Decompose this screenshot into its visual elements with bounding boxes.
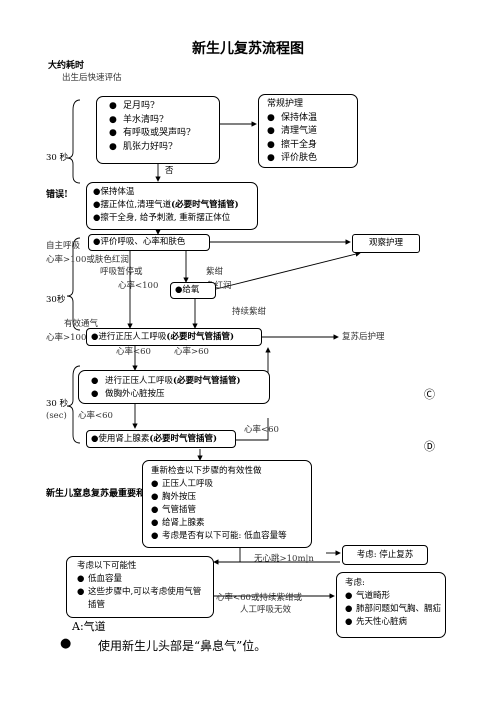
consider-item: 肺部问题如气胸、膈疝 — [345, 603, 445, 616]
assess-item: 肌张力好吗? — [109, 141, 219, 155]
hr-under-60-label: 心率<60 — [116, 347, 151, 357]
cyanosis-label: 紫绀 — [206, 267, 224, 277]
epinephrine-text: ●使用肾上腺素 — [91, 434, 150, 444]
error-label: 错误! — [46, 190, 68, 200]
evaluate-text: ●评价呼吸、心率和肤色 — [93, 237, 186, 247]
persistent-cyanosis-label: 持续紫绀 — [232, 307, 267, 317]
routine-item: 擦干全身 — [267, 139, 357, 153]
step-d-marker: Ⓓ — [424, 440, 435, 453]
quick-assess-label: 出生后快速评估 — [62, 73, 122, 83]
time-heading: 大约耗时 — [48, 61, 85, 71]
evaluate-box: ●评价呼吸、心率和肤色 — [88, 234, 210, 251]
assess-item: 足月吗? — [109, 100, 219, 114]
routine-care-box: 常规护理 保持体温 清理气道 擦干全身 评价肤色 — [258, 94, 358, 168]
ppv-intubation-note: (必要时气管插管) — [166, 332, 234, 342]
consider-box: 考虑: 气道畸形 肺部问题如气胸、膈疝 先天性心脏病 — [336, 572, 446, 638]
stop-text: 考虑: 停止复苏 — [356, 550, 414, 560]
time-30s-label-3: 30 秒 — [46, 399, 69, 409]
recheck-heading: 重新检查以下步骤的有效性做 — [151, 466, 262, 476]
initial-line-1: ●保持体温 — [93, 187, 135, 197]
no-label: 否 — [165, 166, 174, 176]
key-point-label: 新生儿窒息复苏最重要和 — [46, 489, 146, 499]
initial-line-2: ●摆正体位,清理气道 — [93, 200, 172, 210]
recheck-item: 胸外按压 — [151, 491, 311, 504]
stop-resuscitation-box: 考虑: 停止复苏 — [342, 545, 428, 565]
cpr-line-1: 进行正压人工呼吸 — [105, 376, 174, 386]
recheck-box: 重新检查以下步骤的有效性做 正压人工呼吸 胸外按压 气管插管 给肾上腺素 考虑是… — [142, 460, 312, 548]
cpr-intubation-note: (必要时气管插管) — [173, 376, 241, 386]
oxygen-text: ●给氧 — [175, 285, 200, 295]
time-30s-label: 30 秒 — [46, 153, 69, 163]
possibility-item: 低血容量 — [77, 573, 213, 586]
oxygen-box: ●给氧 — [170, 282, 216, 299]
step-c-marker: Ⓒ — [424, 388, 435, 401]
hr-over-60-label: 心率>60 — [174, 347, 209, 357]
hr-under-60-label-3: 心率<60 — [244, 425, 279, 435]
ppv-box: ●进行正压人工呼吸(必要时气管插管) — [86, 328, 262, 346]
recheck-item: 气管插管 — [151, 504, 311, 517]
recheck-item: 给肾上腺素 — [151, 517, 311, 530]
time-30s-label-2: 30秒 — [46, 295, 66, 305]
routine-item: 保持体温 — [267, 112, 357, 126]
initial-line-3: ●擦干全身, 给予刺激, 重新摆正体位 — [93, 213, 231, 223]
spontaneous-breathing-label: 自主呼吸 — [46, 241, 81, 251]
hr-under-60-label-2: 心率<60 — [78, 411, 113, 421]
hr-over-100-label-2: 心率>100 — [46, 333, 87, 343]
recheck-last: 考虑是否有以下可能: 低血容量等 — [151, 530, 311, 543]
epinephrine-box: ●使用肾上腺素(必要时气管插管) — [86, 430, 236, 448]
post-resuscitation-label: 复苏后护理 — [342, 332, 385, 342]
observe-care-box: 观察护理 — [352, 234, 420, 253]
initial-steps-box: ●保持体温 ●摆正体位,清理气道(必要时气管插管) ●擦干全身, 给予刺激, 重… — [86, 182, 258, 230]
recheck-item: 正压人工呼吸 — [151, 478, 311, 491]
ppv-text: ●进行正压人工呼吸 — [91, 332, 167, 342]
consider-heading: 考虑: — [345, 578, 365, 588]
cpr-line-2: 做胸外心脏按压 — [91, 388, 269, 401]
footer-text: 使用新生儿头部是“鼻息气”位。 — [98, 639, 267, 653]
hr-under-60-or-cyanosis-label: 心率<60或持续紫绀或 — [216, 593, 302, 603]
assess-item: 羊水清吗? — [109, 114, 219, 128]
possibilities-heading: 考虑以下可能性 — [77, 561, 137, 571]
assess-item: 有呼吸或哭声吗? — [109, 127, 219, 141]
page-title: 新生儿复苏流程图 — [192, 41, 304, 57]
sec-label: (sec) — [46, 411, 67, 421]
consider-item: 气道畸形 — [345, 590, 445, 603]
hr-under-100-label: 心率<100 — [118, 281, 159, 291]
epi-intubation-note: (必要时气管插管) — [149, 434, 217, 444]
apnea-label: 呼吸暂停或 — [100, 267, 143, 277]
ineffective-ventilation-label: 人工呼吸无效 — [240, 605, 292, 615]
footer-bullet: ● — [60, 636, 72, 651]
intubation-note: (必要时气管插管) — [171, 200, 239, 210]
routine-item: 评价肤色 — [267, 152, 357, 166]
effective-ventilation-label: 有效通气 — [64, 319, 99, 329]
observe-text: 观察护理 — [368, 238, 403, 248]
pink-label: 色红润 — [206, 281, 232, 291]
routine-heading: 常规护理 — [267, 99, 304, 109]
assessment-box: 足月吗? 羊水清吗? 有呼吸或哭声吗? 肌张力好吗? — [96, 96, 220, 164]
possibility-item: 这些步骤中,可以考虑使用气管插管 — [88, 587, 202, 610]
cpr-box: 进行正压人工呼吸(必要时气管插管) 做胸外心脏按压 — [78, 370, 270, 404]
hr-over-100-label: 心率>100或肤色红润 — [46, 255, 129, 265]
airway-label: A:气道 — [72, 620, 106, 633]
possibilities-box: 考虑以下可能性 低血容量 ●这些步骤中,可以考虑使用气管插管 — [66, 556, 214, 618]
consider-item: 先天性心脏病 — [345, 616, 445, 629]
no-heartbeat-label: 无心跳>10m|n — [254, 554, 314, 564]
routine-item: 清理气道 — [267, 125, 357, 139]
